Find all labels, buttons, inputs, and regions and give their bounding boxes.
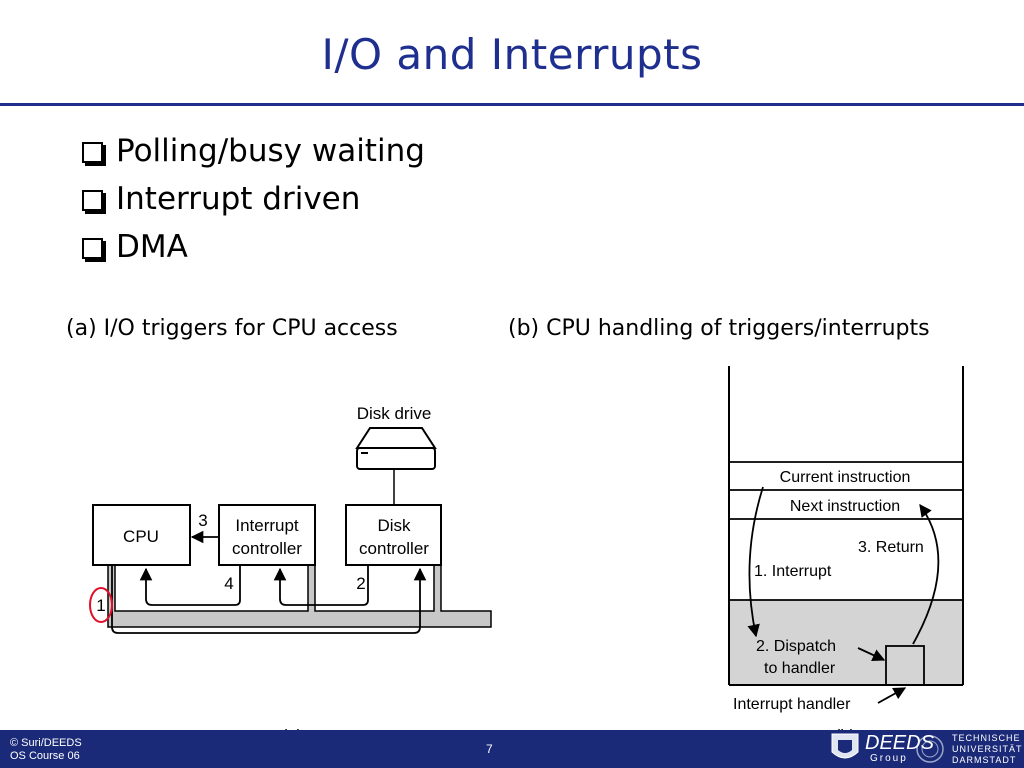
return-step-label: 3. Return bbox=[858, 539, 924, 556]
square-bullet-icon bbox=[82, 141, 103, 163]
interrupt-controller-label-2: controller bbox=[232, 539, 302, 558]
bullet-item: DMA bbox=[82, 223, 425, 271]
arrow-interrupt bbox=[747, 486, 764, 638]
slide-title: I/O and Interrupts bbox=[321, 30, 703, 79]
bullet-list: Polling/busy waiting Interrupt driven DM… bbox=[82, 127, 425, 271]
step-3-label: 3 bbox=[198, 511, 207, 530]
next-instruction-label: Next instruction bbox=[790, 498, 900, 515]
step-2-label: 2 bbox=[356, 574, 365, 593]
arrow-dispatch bbox=[857, 647, 886, 661]
disk-controller-label-2: controller bbox=[359, 539, 429, 558]
handler-entry-box bbox=[885, 645, 925, 686]
square-bullet-icon bbox=[82, 189, 103, 211]
disk-drive-icon bbox=[355, 427, 437, 470]
title-divider bbox=[0, 103, 1024, 106]
bullet-text: Interrupt driven bbox=[116, 181, 361, 217]
system-bus bbox=[107, 564, 492, 628]
interrupt-step-label: 1. Interrupt bbox=[754, 563, 832, 580]
cpu-box bbox=[92, 504, 191, 566]
university-line-2: UNIVERSITÄT bbox=[952, 744, 1023, 754]
cpu-label: CPU bbox=[123, 527, 159, 546]
arrow-handler-pointer bbox=[877, 687, 907, 704]
university-line-1: TECHNISCHE bbox=[952, 733, 1021, 743]
figure-b-diagram: Current instruction Next instruction 1. … bbox=[728, 366, 964, 745]
caption-figure-b: (b) CPU handling of triggers/interrupts bbox=[508, 316, 930, 341]
arrow-step-1 bbox=[111, 565, 427, 634]
university-line-3: DARMSTADT bbox=[952, 755, 1017, 765]
disk-controller-label-1: Disk bbox=[377, 516, 411, 535]
arrow-step-4 bbox=[139, 565, 241, 606]
copyright-line: © Suri/DEEDS bbox=[10, 737, 82, 749]
dispatch-step-label-1: 2. Dispatch bbox=[756, 638, 836, 655]
figure-a-diagram: Disk drive CPU Interrupt controller Disk… bbox=[89, 404, 492, 745]
step-1-label: 1 bbox=[96, 596, 105, 615]
disk-drive-label: Disk drive bbox=[357, 404, 432, 423]
arrow-step-2 bbox=[273, 565, 369, 606]
footer-copyright: © Suri/DEEDS OS Course 06 bbox=[10, 737, 82, 763]
interrupt-handler-label: Interrupt handler bbox=[733, 696, 851, 713]
caption-figure-a: (a) I/O triggers for CPU access bbox=[66, 316, 398, 341]
bullet-item: Polling/busy waiting bbox=[82, 127, 425, 175]
bullet-item: Interrupt driven bbox=[82, 175, 425, 223]
current-instruction-label: Current instruction bbox=[780, 469, 911, 486]
step-4-label: 4 bbox=[224, 574, 233, 593]
deeds-group-text: Group bbox=[870, 753, 908, 764]
page-number: 7 bbox=[486, 742, 493, 756]
step-1-highlight-circle bbox=[89, 587, 113, 623]
bullet-text: DMA bbox=[116, 229, 188, 265]
dispatch-step-label-2: to handler bbox=[764, 660, 836, 677]
square-bullet-icon bbox=[82, 237, 103, 259]
interrupt-controller-box bbox=[218, 504, 316, 566]
course-line: OS Course 06 bbox=[10, 750, 80, 762]
disk-controller-box bbox=[345, 504, 442, 566]
interrupt-controller-label-1: Interrupt bbox=[235, 516, 299, 535]
university-logo-text: TECHNISCHE UNIVERSITÄT DARMSTADT bbox=[952, 733, 1023, 766]
deeds-logo-text: DEEDS bbox=[865, 732, 934, 754]
bullet-text: Polling/busy waiting bbox=[116, 133, 425, 169]
arrow-return bbox=[912, 503, 940, 645]
